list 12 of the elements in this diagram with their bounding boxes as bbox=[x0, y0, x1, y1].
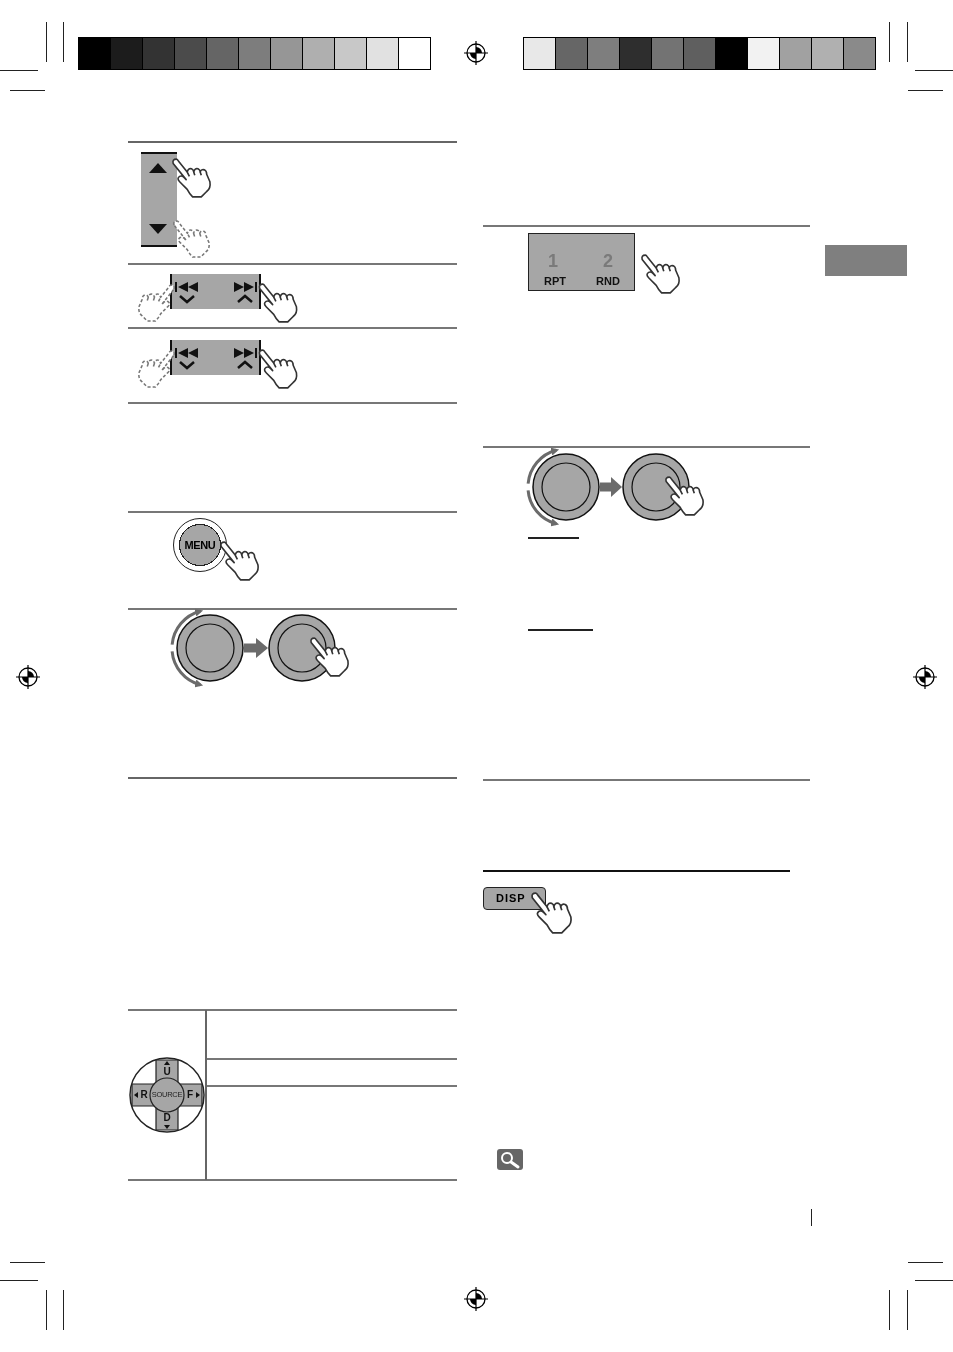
direction-letter: R bbox=[140, 1090, 148, 1100]
direction-letter: U bbox=[163, 1067, 171, 1077]
direction-letter: F bbox=[186, 1090, 194, 1100]
menu-button: MENU bbox=[173, 518, 227, 572]
preset-label: RND bbox=[596, 275, 620, 287]
arrow bbox=[244, 638, 268, 658]
rotary-knob bbox=[532, 453, 600, 521]
rotary-knob bbox=[176, 614, 244, 682]
preset-label: RPT bbox=[544, 275, 566, 287]
arrow bbox=[600, 477, 622, 497]
direction-letter: D bbox=[163, 1113, 171, 1123]
section-tab bbox=[825, 245, 907, 276]
